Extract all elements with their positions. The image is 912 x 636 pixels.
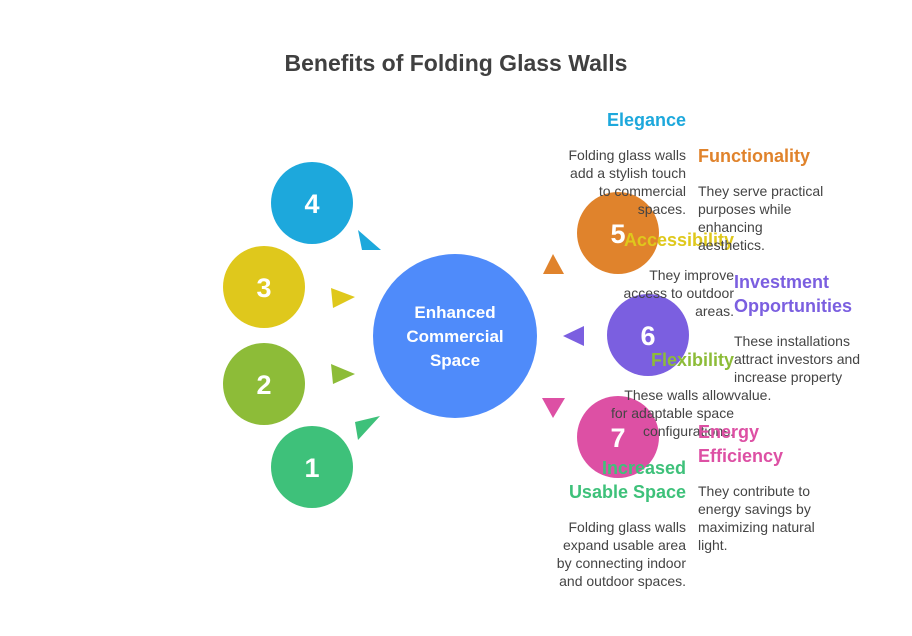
heading-line: Flexibility bbox=[650, 350, 734, 370]
heading-line: Accessibility bbox=[623, 230, 734, 250]
benefit-description: These walls allow for adaptable space conf… bbox=[611, 386, 734, 440]
benefit-heading: Elegance bbox=[569, 108, 686, 132]
benefit-heading: Flexibility bbox=[611, 348, 734, 372]
description-line: value. bbox=[734, 387, 772, 403]
description-line: configurations. bbox=[642, 423, 734, 439]
benefit-number-2: 2 bbox=[256, 370, 271, 400]
benefit-description: Folding glass walls add a stylish touch to… bbox=[569, 146, 687, 218]
description-line: add a stylish touch bbox=[570, 165, 686, 181]
heading-line: Efficiency bbox=[698, 446, 784, 466]
benefit-circle-2 bbox=[223, 343, 305, 425]
diagram-title: Benefits of Folding Glass Walls bbox=[284, 50, 628, 76]
description-line: and outdoor spaces. bbox=[559, 573, 686, 589]
center-label-line: Enhanced bbox=[414, 303, 495, 322]
heading-line: Elegance bbox=[606, 110, 686, 130]
description-line: attract investors and bbox=[734, 351, 861, 367]
heading-line: Increased bbox=[601, 458, 686, 478]
description-line: Folding glass walls bbox=[568, 519, 687, 535]
benefit-description: They serve practical purposes while enhanc… bbox=[698, 182, 823, 254]
center-label-line: Space bbox=[430, 351, 480, 370]
description-line: They improve bbox=[649, 267, 734, 283]
description-line: They serve practical bbox=[698, 183, 824, 199]
benefit-circle-5 bbox=[577, 192, 659, 274]
description-line: expand usable area bbox=[563, 537, 686, 553]
description-line: Folding glass walls bbox=[568, 147, 687, 163]
benefit-number-1: 1 bbox=[304, 453, 319, 483]
benefit-number-6: 6 bbox=[640, 321, 655, 351]
description-line: spaces. bbox=[637, 201, 686, 217]
benefit-circle-1 bbox=[271, 426, 353, 508]
arrow-5 bbox=[543, 254, 564, 274]
description-line: by connecting indoor bbox=[556, 555, 686, 571]
benefit-circle-6 bbox=[607, 294, 689, 376]
description-line: access to outdoor bbox=[623, 285, 734, 301]
heading-line: Energy bbox=[698, 422, 760, 442]
description-line: enhancing bbox=[698, 219, 763, 235]
description-line: increase property bbox=[734, 369, 843, 385]
benefit-number-7: 7 bbox=[610, 423, 625, 453]
description-line: for adaptable space bbox=[611, 405, 734, 421]
arrow-3 bbox=[331, 288, 355, 308]
benefit-description: They contribute to energy savings by maxim… bbox=[698, 482, 815, 554]
arrow-2 bbox=[331, 364, 355, 384]
benefit-circle-3 bbox=[223, 246, 305, 328]
arrow-7 bbox=[542, 398, 565, 418]
arrow-4 bbox=[358, 230, 381, 250]
center-circle bbox=[373, 254, 537, 418]
benefit-description: Folding glass walls expand usable area by … bbox=[557, 518, 686, 590]
description-line: purposes while bbox=[698, 201, 792, 217]
heading-line: Functionality bbox=[698, 146, 810, 166]
benefit-description: These installations attract investors and… bbox=[734, 332, 860, 404]
description-line: to commercial bbox=[598, 183, 686, 199]
benefit-circle-7 bbox=[577, 396, 659, 478]
heading-line: Opportunities bbox=[734, 296, 852, 316]
description-line: maximizing natural bbox=[698, 519, 815, 535]
benefit-description: They improve access to outdoor areas. bbox=[623, 266, 734, 320]
benefit-heading: Functionality bbox=[698, 144, 823, 168]
heading-line: Usable Space bbox=[568, 482, 686, 502]
heading-line: Investment bbox=[734, 272, 830, 292]
benefit-heading: Accessibility bbox=[623, 228, 734, 252]
center-label-line: Commercial bbox=[406, 327, 503, 346]
arrow-6 bbox=[563, 326, 584, 346]
description-line: aesthetics. bbox=[698, 237, 765, 253]
description-line: These installations bbox=[734, 333, 850, 349]
benefit-number-4: 4 bbox=[304, 189, 319, 219]
description-line: areas. bbox=[695, 303, 734, 319]
arrow-1 bbox=[355, 416, 380, 440]
description-line: These walls allow bbox=[624, 387, 734, 403]
description-line: light. bbox=[698, 537, 728, 553]
description-line: They contribute to bbox=[698, 483, 811, 499]
benefit-circle-4 bbox=[271, 162, 353, 244]
benefit-number-3: 3 bbox=[256, 273, 271, 303]
benefit-number-5: 5 bbox=[610, 219, 625, 249]
description-line: energy savings by bbox=[698, 501, 811, 517]
